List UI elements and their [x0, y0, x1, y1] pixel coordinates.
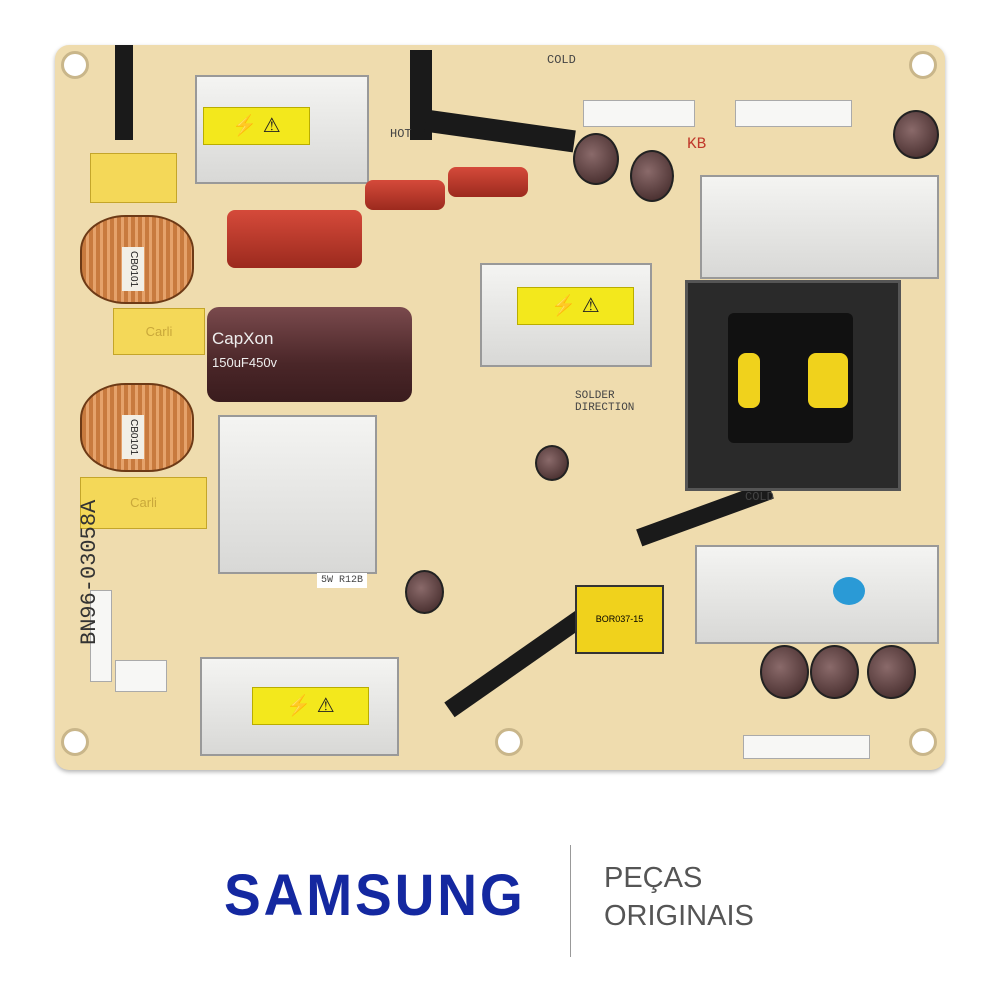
silk-cold: COLD — [547, 53, 576, 67]
connector — [115, 660, 167, 692]
small-transformer: BOR037-15 — [575, 585, 664, 654]
warning-label: ⚡ ⚠ — [517, 287, 634, 325]
common-mode-choke: CB0101 — [80, 383, 194, 472]
silk-hot: HOT — [390, 127, 412, 141]
heatsink — [695, 545, 939, 644]
mounting-hole — [909, 728, 937, 756]
pcb-board: ⚡ ⚠ ⚡ ⚠ ⚡ ⚠ CapXon 150uF450v CB0101 CB01… — [55, 45, 945, 770]
silk-solder-direction: SOLDER DIRECTION — [575, 390, 635, 414]
electrolytic-capacitor — [405, 570, 444, 614]
film-capacitor — [448, 167, 528, 197]
electrolytic-capacitor — [630, 150, 674, 202]
connector — [743, 735, 870, 759]
x-capacitor: Carli — [80, 477, 207, 529]
blue-paint-mark — [833, 577, 865, 605]
transformer: ⚡ ⚠ — [480, 263, 652, 367]
capacitor-brand: CapXon — [212, 329, 274, 348]
transformer: ⚡ ⚠ — [200, 657, 399, 756]
connector — [583, 100, 695, 127]
copper-trace — [424, 109, 576, 153]
film-capacitor — [365, 180, 445, 210]
connector — [735, 100, 852, 127]
mounting-hole — [909, 51, 937, 79]
coil-label: CB0101 — [122, 247, 144, 292]
warning-label: ⚡ ⚠ — [203, 107, 310, 145]
tagline-line2: ORIGINAIS — [604, 900, 754, 932]
electrolytic-capacitor — [760, 645, 809, 699]
copper-trace — [115, 45, 133, 140]
common-mode-choke: CB0101 — [80, 215, 194, 304]
silk-cold: COLD — [745, 490, 774, 504]
film-capacitor — [227, 210, 362, 268]
electrolytic-capacitor — [867, 645, 916, 699]
fuse — [90, 590, 112, 682]
heatsink-shield — [218, 415, 377, 574]
transformer: ⚡ ⚠ — [195, 75, 369, 184]
electrolytic-capacitor — [810, 645, 859, 699]
electrolytic-capacitor — [535, 445, 569, 481]
main-transformer — [685, 280, 901, 491]
copper-trace — [444, 610, 586, 718]
mounting-hole — [61, 51, 89, 79]
coil-label: CB0101 — [122, 415, 144, 460]
mounting-hole — [495, 728, 523, 756]
x-capacitor — [90, 153, 177, 203]
bulk-capacitor: CapXon 150uF450v — [207, 307, 412, 402]
warning-label: ⚡ ⚠ — [252, 687, 369, 725]
electrolytic-capacitor — [893, 110, 939, 159]
samsung-logo: SAMSUNG — [224, 863, 526, 928]
tagline-line1: PEÇAS — [604, 862, 703, 894]
silk-kb: KB — [687, 135, 707, 153]
heatsink — [700, 175, 939, 279]
capacitor-rating: 150uF450v — [212, 355, 278, 370]
electrolytic-capacitor — [573, 133, 619, 185]
x-capacitor: Carli — [113, 308, 205, 355]
divider — [570, 845, 571, 957]
mounting-hole — [61, 728, 89, 756]
resistor-label: 5W R12B — [317, 573, 368, 588]
part-number: BN96-03058A — [77, 499, 102, 645]
